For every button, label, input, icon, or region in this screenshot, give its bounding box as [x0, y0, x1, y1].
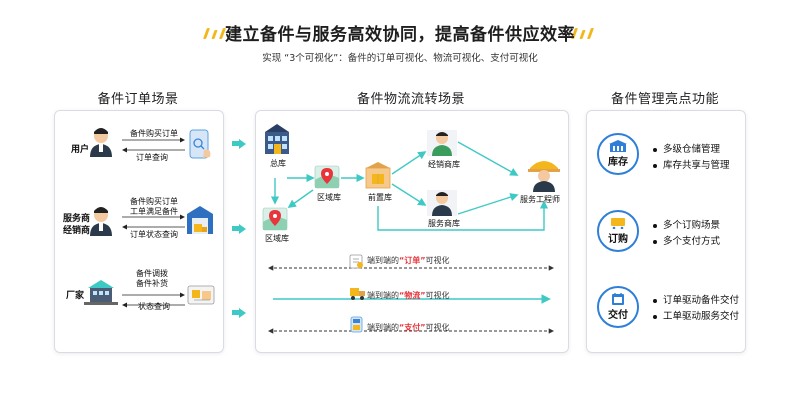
payment-suffix: 可视化 — [425, 323, 450, 332]
flow-arrow-1 — [239, 139, 246, 149]
payment-highlight: “支付” — [399, 323, 426, 332]
ordering-badge-label: 订购 — [608, 234, 628, 245]
flow-arrow-3-stem — [232, 310, 239, 315]
flow-arrow-2-stem — [232, 226, 239, 231]
dealer-person-icon — [90, 207, 112, 236]
dealer-warehouse-person-icon — [427, 130, 457, 156]
flow-arrow-1-stem — [232, 141, 239, 146]
delivery-badge-label: 交付 — [608, 310, 628, 321]
dealer-label-line1: 服务商 — [63, 214, 91, 224]
forklift-icon — [350, 288, 365, 300]
delivery-badge: 交付 — [597, 286, 639, 328]
dealer-top-text-2: 工单满足备件 — [130, 207, 178, 216]
feature-multi-ordering-scenarios: 多个订购场景 — [653, 217, 720, 231]
phone-search-icon — [189, 129, 211, 159]
factory-top-text-2: 备件补货 — [136, 279, 168, 288]
region-map-icon-2 — [262, 207, 288, 231]
dealer-label-line2: 经销商 — [63, 226, 91, 236]
order-prefix: 端到端的 — [367, 256, 399, 265]
flow-arrow-3 — [239, 308, 246, 318]
user-bottom-text: 订单查询 — [136, 153, 168, 162]
factory-label: 厂家 — [66, 291, 85, 301]
inventory-badge: 库存 — [597, 133, 639, 175]
order-doc-icon — [349, 254, 363, 269]
region-map-icon-1 — [314, 165, 340, 189]
inventory-badge-label: 库存 — [608, 157, 628, 168]
logistics-prefix: 端到端的 — [367, 291, 399, 300]
node-front-label: 前置库 — [368, 193, 392, 202]
node-region1-label: 区域库 — [317, 193, 341, 202]
service-warehouse-person-icon — [427, 190, 457, 216]
page-title: 建立备件与服务高效协同，提高备件供应效率 — [225, 25, 575, 45]
ordering-cart-icon — [611, 218, 625, 229]
ordering-badge: 订购 — [597, 210, 639, 252]
left-panel-graphics — [84, 128, 215, 308]
node-service-label: 服务商库 — [428, 219, 460, 228]
factory-top-text-1: 备件调拨 — [136, 269, 168, 278]
middle-panel-title: 备件物流流转场景 — [356, 92, 465, 107]
middle-panel — [255, 110, 569, 353]
delivery-calendar-icon — [612, 293, 624, 305]
hq-warehouse-icon — [265, 124, 289, 154]
dealer-top-text-1: 备件购买订单 — [130, 197, 178, 206]
feature-multi-payment-methods: 多个支付方式 — [653, 233, 720, 247]
right-panel-title: 备件管理亮点功能 — [610, 92, 719, 107]
node-engineer-label: 服务工程师 — [520, 195, 560, 204]
left-panel-title: 备件订单场景 — [97, 92, 179, 107]
feature-order-driven-delivery: 订单驱动备件交付 — [653, 292, 739, 306]
middle-panel-graphics — [262, 124, 560, 334]
payment-prefix: 端到端的 — [367, 323, 399, 332]
user-label: 用户 — [71, 145, 90, 155]
factory-bottom-text: 状态查询 — [138, 302, 170, 311]
logistics-visibility-label: 端到端的“物流”可视化 — [367, 290, 450, 301]
service-engineer-icon — [528, 161, 560, 192]
feature-workorder-driven-service: 工单驱动服务交付 — [653, 308, 739, 322]
user-top-text: 备件购买订单 — [130, 129, 178, 138]
node-region2-label: 区域库 — [265, 234, 289, 243]
order-visibility-label: 端到端的“订单”可视化 — [367, 255, 450, 266]
feature-multi-level-storage: 多级仓储管理 — [653, 141, 720, 155]
parts-box-icon — [187, 285, 215, 305]
feature-inventory-sharing: 库存共享与管理 — [653, 157, 730, 171]
factory-building-icon — [84, 280, 118, 305]
warehouse-icon — [187, 206, 213, 234]
order-suffix: 可视化 — [425, 256, 450, 265]
order-highlight: “订单” — [399, 256, 426, 265]
logistics-suffix: 可视化 — [425, 291, 450, 300]
dealer-bottom-text: 订单状态查询 — [130, 230, 178, 239]
inventory-building-icon — [609, 140, 627, 152]
page-subtitle: 实现 “3个可视化”：备件的订单可视化、物流可视化、支付可视化 — [262, 53, 538, 64]
user-person-icon — [90, 128, 112, 157]
logistics-highlight: “物流” — [399, 291, 426, 300]
node-dealer-label: 经销商库 — [428, 160, 460, 169]
flow-arrow-2 — [239, 224, 246, 234]
node-hq-label: 总库 — [270, 159, 286, 168]
payment-terminal-icon — [350, 316, 363, 333]
payment-visibility-label: 端到端的“支付”可视化 — [367, 322, 450, 333]
front-warehouse-icon — [365, 162, 391, 189]
